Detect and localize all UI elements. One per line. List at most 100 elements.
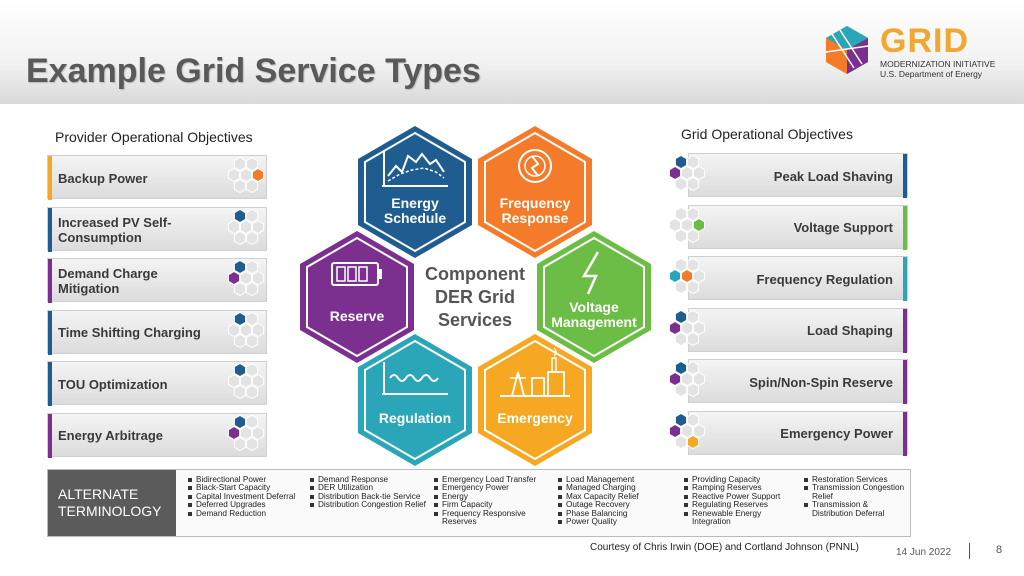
honeycomb-indicator-icon (227, 362, 265, 400)
alternate-term: Demand Reduction (188, 509, 306, 518)
center-title-line: Component (425, 264, 525, 284)
alternate-term: Energy (434, 492, 552, 501)
alternate-term: Restoration Services (804, 475, 908, 484)
center-title-line: Services (438, 310, 512, 330)
alternate-term: Black-Start Capacity (188, 483, 306, 492)
alternate-terminology-heading: ALTERNATE TERMINOLOGY (48, 470, 176, 536)
honeycomb-indicator-icon (668, 206, 706, 243)
provider-objective-card: Demand Charge Mitigation (47, 258, 267, 303)
hexagon-regulation: Regulation (358, 334, 472, 466)
objective-label: Load Shaping (807, 323, 893, 338)
grid-objective-card: Voltage Support (668, 204, 908, 250)
hexagon-cube-logo-icon (825, 26, 869, 74)
accent-bar (903, 205, 907, 250)
provider-objective-card: Increased PV Self-Consumption (47, 206, 267, 252)
page-number: 8 (996, 544, 1003, 556)
alternate-term: Capital Investment Deferral (188, 492, 306, 501)
objective-label: Voltage Support (793, 220, 893, 235)
accent-bar (903, 257, 907, 301)
alternate-term: Outage Recovery (558, 500, 676, 509)
alternate-term: Load Management (558, 475, 676, 484)
alternate-term: Demand Response (310, 475, 428, 484)
alternate-term: Emergency Load Transfer (434, 475, 552, 484)
alternate-term: Transmission Congestion Relief (804, 484, 908, 501)
grid-objective-card: Frequency Regulation (668, 256, 908, 301)
alternate-term: Reactive Power Support (684, 492, 802, 501)
objective-label: Increased PV Self-Consumption (58, 214, 172, 245)
power-plant-icon (500, 347, 570, 397)
provider-objective-card: Energy Arbitrage (47, 412, 267, 458)
logo-department: U.S. Department of Energy (880, 69, 983, 79)
logo-subtitle: MODERNIZATION INITIATIVE (880, 59, 996, 69)
alternate-terminology-box: ALTERNATE TERMINOLOGY Bidirectional Powe… (47, 469, 911, 537)
provider-objective-card: Time Shifting Charging (47, 309, 267, 355)
hexagon-label: Schedule (384, 210, 446, 226)
regulation-wave-icon (382, 362, 448, 395)
objective-label: Backup Power (58, 170, 148, 186)
alternate-term: Providing Capacity (684, 475, 802, 484)
lightning-bolt-icon (581, 251, 600, 295)
credit-text: Courtesy of Chris Irwin (DOE) and Cortla… (590, 542, 859, 553)
alternate-term: Managed Charging (558, 483, 676, 492)
grid-objective-card: Emergency Power (668, 410, 908, 456)
alternate-term: Distribution Back-tie Service (310, 492, 428, 501)
objective-label: Emergency Power (780, 426, 893, 441)
accent-bar (48, 156, 52, 200)
honeycomb-indicator-icon (227, 156, 265, 194)
hexagon-label: Regulation (379, 410, 451, 426)
provider-heading: Provider Operational Objectives (55, 129, 253, 145)
honeycomb-indicator-icon (227, 414, 265, 451)
alternate-term: Max Capacity Relief (558, 492, 676, 501)
der-services-hexagon-diagram: Energy Schedule Frequency Response Reser… (300, 126, 651, 466)
logo-wordmark: GRID (880, 22, 969, 60)
alternate-term: Bidirectional Power (188, 475, 306, 484)
slide-date: 14 Jun 2022 (896, 547, 952, 558)
grid-logo: GRID MODERNIZATION INITIATIVE U.S. Depar… (818, 22, 998, 82)
battery-icon (331, 262, 382, 286)
alternate-term: Phase Balancing (558, 509, 676, 518)
objective-label: TOU Optimization (58, 376, 168, 392)
hexagon-energy-schedule: Energy Schedule (358, 126, 472, 258)
alternate-term: Transmission & Distribution Deferral (804, 501, 908, 518)
hexagon-emergency: Emergency (478, 334, 592, 466)
provider-objective-card: TOU Optimization (47, 361, 267, 406)
hexagon-label: Voltage (569, 299, 619, 315)
objective-label: Peak Load Shaving (773, 168, 893, 184)
center-title-line: DER Grid (435, 287, 515, 307)
accent-bar (48, 207, 52, 252)
page-title: Example Grid Service Types (26, 52, 481, 90)
alternate-term: Deferred Upgrades (188, 500, 306, 509)
accent-bar (903, 411, 907, 456)
alternate-term: Distribution Congestion Relief (310, 500, 428, 509)
alternate-heading-line: ALTERNATE (58, 486, 139, 502)
accent-bar (903, 154, 907, 198)
objective-label: Demand Charge Mitigation (58, 266, 158, 296)
honeycomb-indicator-icon (227, 259, 265, 297)
alternate-term: Power Quality (558, 517, 676, 526)
honeycomb-indicator-icon (227, 208, 265, 245)
honeycomb-indicator-icon (668, 257, 706, 295)
accent-bar (48, 413, 52, 458)
energy-schedule-chart-icon (382, 150, 448, 187)
accent-bar (48, 362, 52, 406)
hexagon-label: Response (502, 210, 569, 226)
alternate-term: Frequency Responsive Reserves (434, 509, 552, 527)
grid-objective-card: Spin/Non-Spin Reserve (668, 359, 908, 404)
hexagon-label: Frequency (500, 195, 571, 211)
accent-bar (48, 310, 52, 355)
alternate-term: DER Utilization (310, 483, 428, 492)
grid-heading: Grid Operational Objectives (681, 126, 853, 142)
honeycomb-indicator-icon (668, 309, 706, 346)
alternate-term: Regulating Reserves (684, 500, 802, 509)
accent-bar (48, 259, 52, 303)
hexagon-label: Emergency (497, 410, 573, 426)
hexagon-voltage-management: Voltage Management (537, 231, 651, 363)
alternate-term: Renewable Energy Integration (684, 509, 802, 527)
objective-label: Time Shifting Charging (58, 325, 201, 340)
